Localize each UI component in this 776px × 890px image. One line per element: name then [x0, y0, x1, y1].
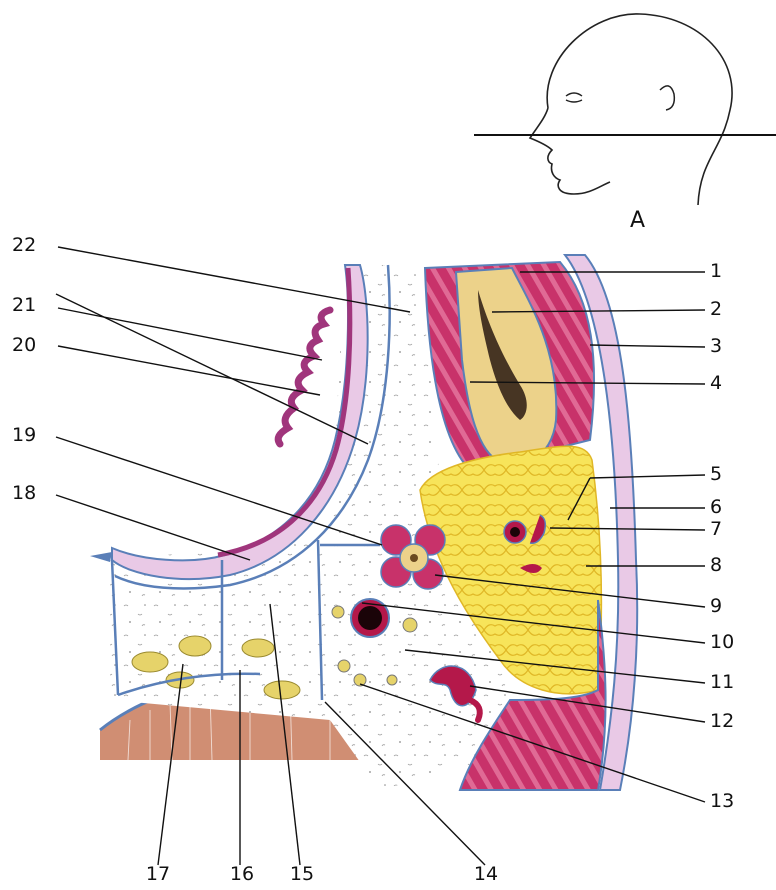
label-10: 10: [710, 633, 734, 652]
inset-caption: A: [630, 210, 645, 232]
label-3: 3: [710, 337, 722, 356]
head-eye: [566, 93, 582, 102]
head-ear: [660, 86, 674, 110]
head-orientation-inset: [474, 14, 776, 205]
label-15: 15: [282, 865, 322, 884]
label-22: 22: [12, 236, 36, 255]
label-19: 19: [12, 426, 36, 445]
label-11: 11: [710, 673, 734, 692]
label-13: 13: [710, 792, 734, 811]
label-7: 7: [710, 520, 722, 539]
label-4: 4: [710, 374, 722, 393]
label-16: 16: [222, 865, 262, 884]
head-outline: [530, 14, 732, 205]
label-2: 2: [710, 300, 722, 319]
label-5: 5: [710, 465, 722, 484]
left-cut-edge: [90, 552, 112, 562]
label-18: 18: [12, 484, 36, 503]
label-1: 1: [710, 262, 722, 281]
label-17: 17: [138, 865, 178, 884]
label-12: 12: [710, 712, 734, 731]
label-6: 6: [710, 498, 722, 517]
label-8: 8: [710, 556, 722, 575]
label-20: 20: [12, 336, 36, 355]
label-9: 9: [710, 597, 722, 616]
label-21: 21: [12, 296, 36, 315]
label-14: 14: [466, 865, 506, 884]
